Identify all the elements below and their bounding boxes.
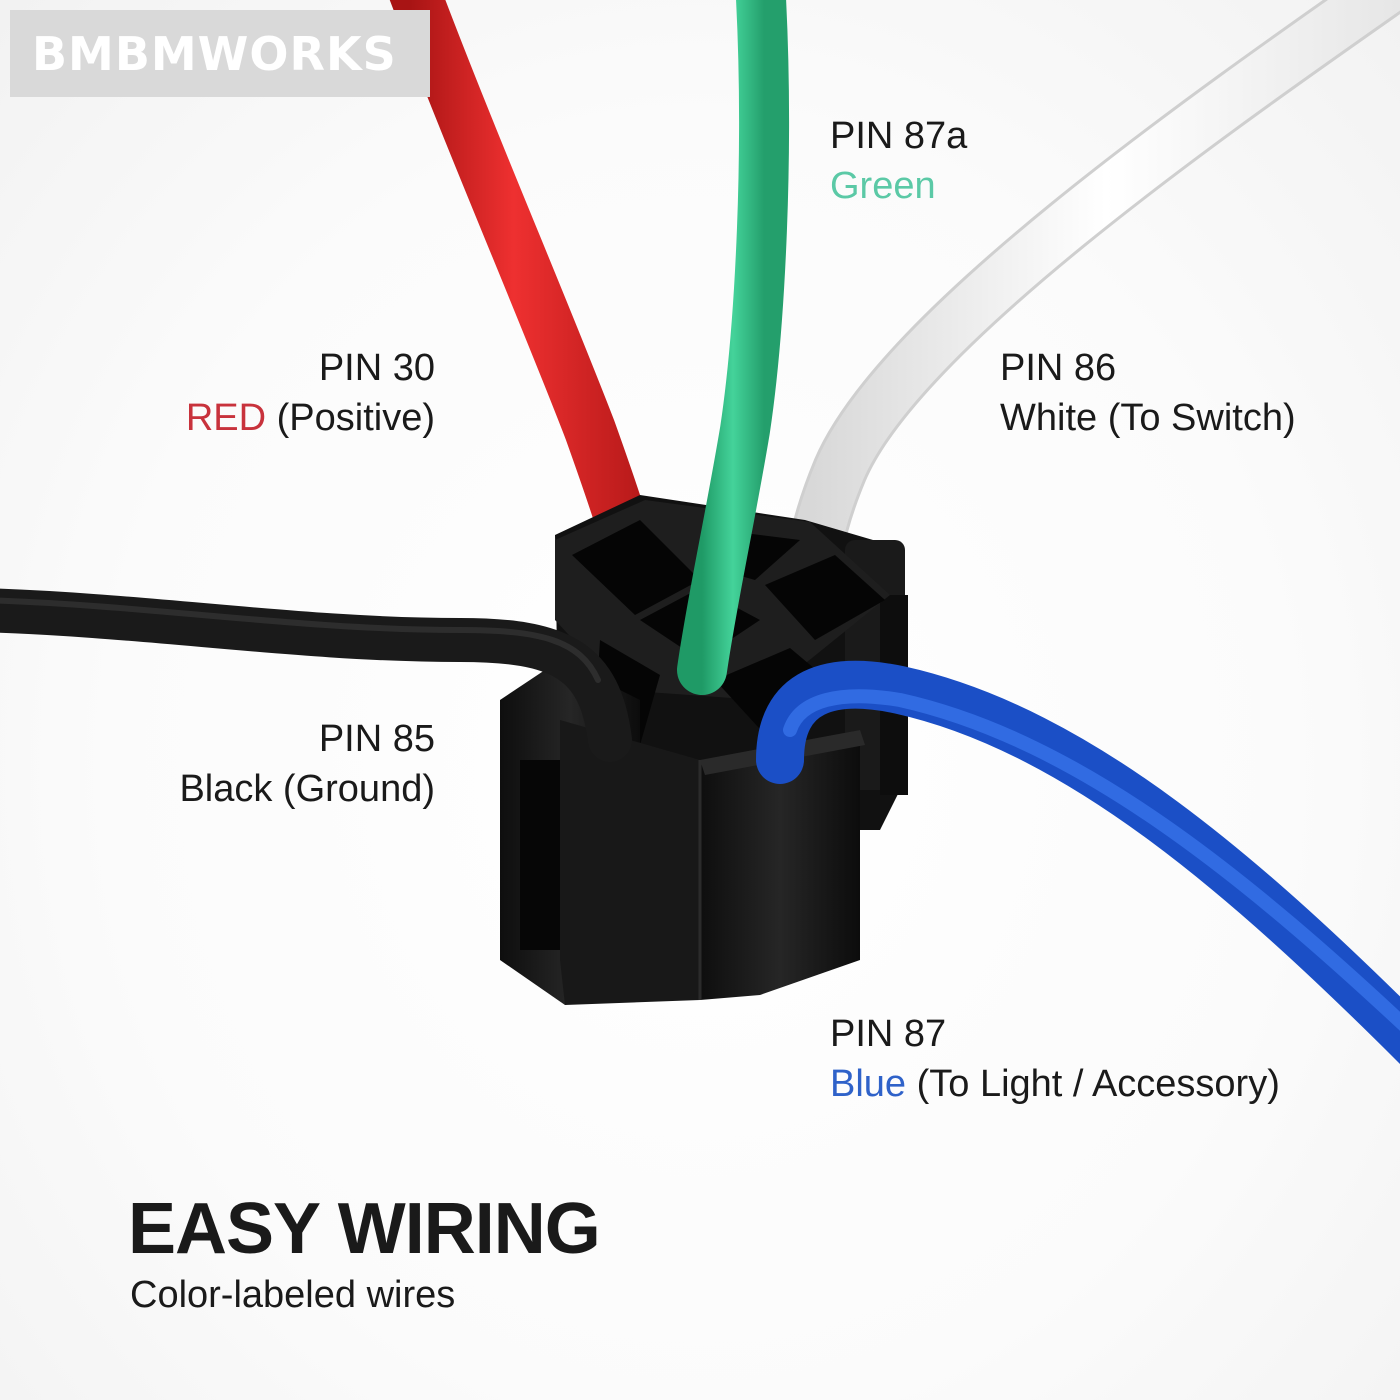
wire-green: [677, 0, 790, 695]
pin-87a-label: PIN 87a Green: [830, 111, 967, 211]
pin-30-title: PIN 30: [318, 347, 435, 389]
wire-black-highlight: [0, 597, 601, 683]
pin-30-function: (Positive): [266, 397, 435, 439]
wire-blue-highlight: [783, 689, 1400, 1031]
pin-85-title: PIN 85: [318, 718, 435, 760]
pin-87-desc: Blue (To Light / Accessory): [830, 1059, 1280, 1109]
headline: EASY WIRING: [128, 1189, 601, 1269]
pin-85-label: PIN 85 Black (Ground): [179, 714, 435, 814]
pin-30-desc: RED (Positive): [186, 393, 435, 443]
cavity-30: [572, 520, 700, 615]
pin-30-label: PIN 30 RED (Positive): [186, 343, 435, 443]
pin-87-label: PIN 87 Blue (To Light / Accessory): [830, 1009, 1280, 1109]
pin-87a-title: PIN 87a: [830, 115, 968, 157]
pin-87-color-word: Blue: [830, 1063, 907, 1105]
pin-86-label: PIN 86 White (To Switch): [1000, 343, 1296, 443]
watermark-text: BMBMWORKS: [32, 26, 397, 81]
pin-87a-color-word: Green: [830, 165, 936, 207]
pin-87-title: PIN 87: [830, 1013, 947, 1055]
wire-white: [783, 0, 1400, 638]
subheadline: Color-labeled wires: [130, 1274, 456, 1316]
pin-30-color-word: RED: [185, 397, 267, 439]
pin-86-title: PIN 86: [1000, 347, 1117, 389]
pin-87-function: (To Light / Accessory): [906, 1063, 1280, 1105]
watermark: BMBMWORKS: [10, 10, 430, 97]
wire-red: [389, 0, 666, 616]
wire-black: [0, 588, 632, 762]
wire-white-highlight: [786, 0, 1400, 635]
pin-86-desc: White (To Switch): [1000, 397, 1296, 439]
pin-85-desc: Black (Ground): [179, 768, 435, 810]
